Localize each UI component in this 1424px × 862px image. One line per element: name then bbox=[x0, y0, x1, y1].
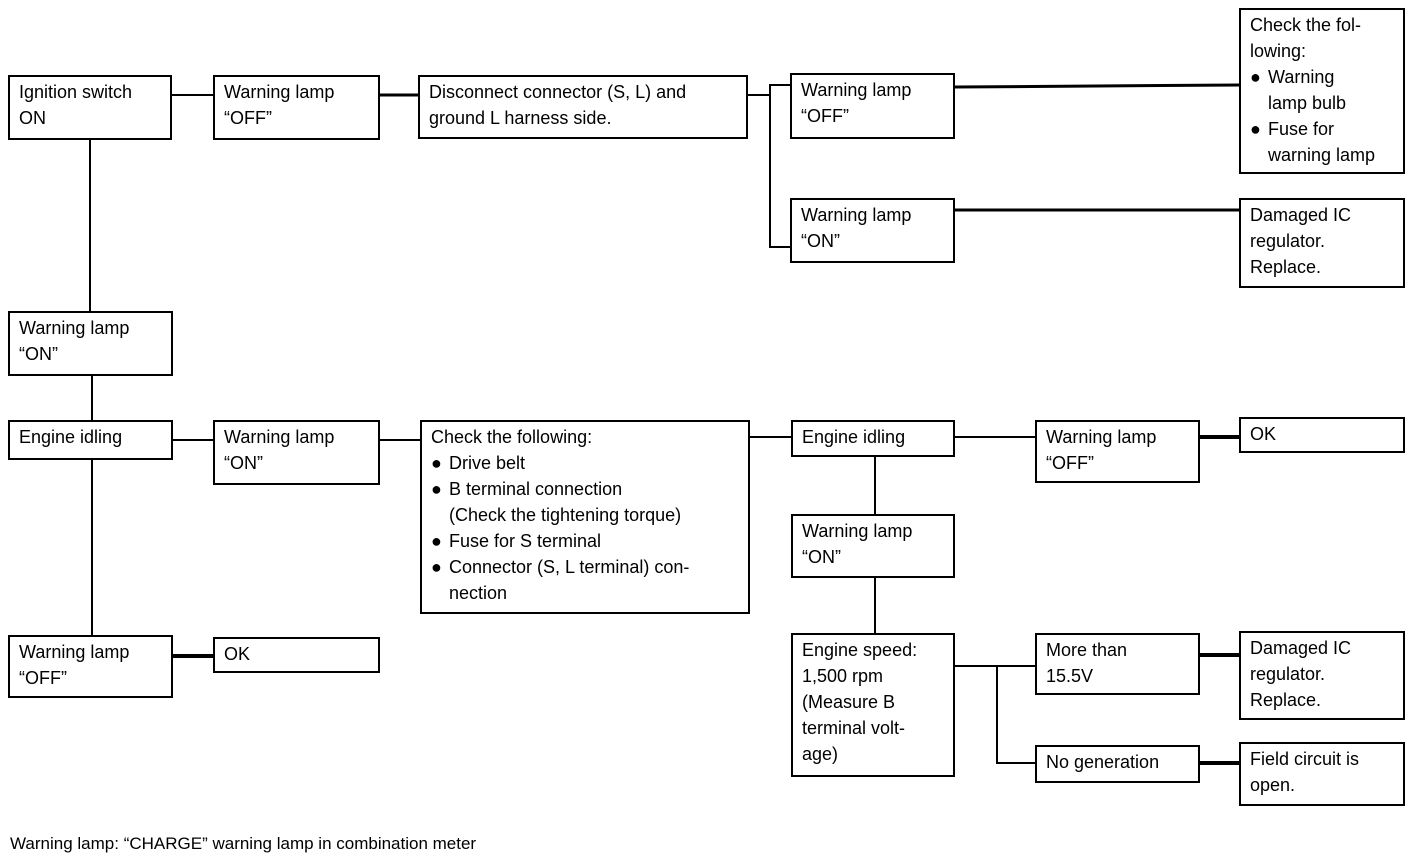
box-text: “ON” bbox=[801, 231, 840, 251]
connector bbox=[996, 666, 1035, 764]
box-text: Damaged IC bbox=[1250, 205, 1352, 225]
bullet-icon: ● bbox=[431, 453, 442, 473]
warning-lamp-on-box: Warning lamp “ON” bbox=[213, 420, 380, 485]
ok-box: OK bbox=[1239, 417, 1405, 453]
box-text: nection bbox=[449, 583, 508, 603]
bullet-item: ●Connector (S, L terminal) con- bbox=[431, 554, 739, 580]
damaged-ic-regulator-box: Damaged IC regulator. Replace. bbox=[1239, 631, 1405, 720]
box-text: Engine idling bbox=[802, 427, 906, 447]
ok-box: OK bbox=[213, 637, 380, 673]
box-text: OK bbox=[1250, 424, 1277, 444]
box-text: Warning lamp bbox=[19, 642, 130, 662]
box-text: 15.5V bbox=[1046, 666, 1094, 686]
ignition-switch-on-box: Ignition switch ON bbox=[8, 75, 172, 140]
warning-lamp-off-box: Warning lamp “OFF” bbox=[1035, 420, 1200, 483]
box-text: Warning lamp bbox=[801, 205, 912, 225]
box-text: Warning lamp bbox=[801, 80, 912, 100]
box-text: Warning lamp bbox=[224, 82, 335, 102]
bullet-icon: ● bbox=[1250, 119, 1261, 139]
box-text: (Measure B bbox=[802, 692, 896, 712]
box-text: terminal volt- bbox=[802, 718, 906, 738]
box-text: “OFF” bbox=[224, 108, 272, 128]
connector bbox=[954, 83, 1240, 89]
bullet-item: ●Fuse for bbox=[1250, 116, 1394, 142]
disconnect-connector-box: Disconnect connector (S, L) and ground L… bbox=[418, 75, 748, 139]
box-text: Replace. bbox=[1250, 257, 1322, 277]
engine-speed-box: Engine speed: 1,500 rpm (Measure B termi… bbox=[791, 633, 955, 777]
box-text: lamp bulb bbox=[1268, 93, 1347, 113]
damaged-ic-regulator-box: Damaged IC regulator. Replace. bbox=[1239, 198, 1405, 288]
box-text: age) bbox=[802, 744, 839, 764]
warning-lamp-off-box: Warning lamp “OFF” bbox=[213, 75, 380, 140]
bullet-icon: ● bbox=[431, 479, 442, 499]
box-text: Engine idling bbox=[19, 427, 123, 447]
warning-lamp-off-box: Warning lamp “OFF” bbox=[8, 635, 173, 698]
warning-lamp-off-box: Warning lamp “OFF” bbox=[790, 73, 955, 139]
check-lamp-fuse-box: Check the fol- lowing: ●Warning lamp bul… bbox=[1239, 8, 1405, 174]
box-text: Engine speed: bbox=[802, 640, 918, 660]
box-text: OK bbox=[224, 644, 251, 664]
warning-lamp-on-box: Warning lamp “ON” bbox=[791, 514, 955, 578]
box-text: “OFF” bbox=[1046, 453, 1094, 473]
box-text: Check the fol- bbox=[1250, 15, 1362, 35]
connector bbox=[769, 84, 790, 248]
box-text: open. bbox=[1250, 775, 1296, 795]
box-text: lowing: bbox=[1250, 41, 1307, 61]
footnote: Warning lamp: “CHARGE” warning lamp in c… bbox=[10, 834, 477, 853]
box-text: Warning lamp bbox=[802, 521, 913, 541]
box-text: Warning lamp bbox=[19, 318, 130, 338]
box-text: Field circuit is bbox=[1250, 749, 1360, 769]
box-text: Warning lamp bbox=[224, 427, 335, 447]
box-text: ON bbox=[19, 108, 46, 128]
box-text: (Check the tightening torque) bbox=[449, 505, 682, 525]
box-text: Damaged IC bbox=[1250, 638, 1352, 658]
engine-idling-box: Engine idling bbox=[8, 420, 173, 460]
bullet-item: ●Warning bbox=[1250, 64, 1394, 90]
box-text: Warning lamp bbox=[1046, 427, 1157, 447]
bullet-item: ●Drive belt bbox=[431, 450, 739, 476]
no-generation-box: No generation bbox=[1035, 745, 1200, 783]
box-text: “OFF” bbox=[801, 106, 849, 126]
box-text: “ON” bbox=[802, 547, 841, 567]
box-text: “OFF” bbox=[19, 668, 67, 688]
box-text: regulator. bbox=[1250, 231, 1326, 251]
bullet-icon: ● bbox=[431, 531, 442, 551]
box-text: warning lamp bbox=[1268, 145, 1376, 165]
box-text: Replace. bbox=[1250, 690, 1322, 710]
box-text: Check the following: bbox=[431, 427, 593, 447]
box-text: Ignition switch bbox=[19, 82, 133, 102]
box-text: ground L harness side. bbox=[429, 108, 612, 128]
bullet-icon: ● bbox=[1250, 67, 1261, 87]
warning-lamp-on-box: Warning lamp “ON” bbox=[8, 311, 173, 376]
box-text: Disconnect connector (S, L) and bbox=[429, 82, 687, 102]
engine-idling-box: Engine idling bbox=[791, 420, 955, 457]
field-circuit-open-box: Field circuit is open. bbox=[1239, 742, 1405, 806]
more-than-15-5v-box: More than 15.5V bbox=[1035, 633, 1200, 695]
bullet-icon: ● bbox=[431, 557, 442, 577]
box-text: More than bbox=[1046, 640, 1128, 660]
bullet-item: ●Fuse for S terminal bbox=[431, 528, 739, 554]
box-text: No generation bbox=[1046, 752, 1160, 772]
bullet-item: ●B terminal connection bbox=[431, 476, 739, 502]
box-text: “ON” bbox=[224, 453, 263, 473]
check-following-box: Check the following: ●Drive belt ●B term… bbox=[420, 420, 750, 614]
box-text: 1,500 rpm bbox=[802, 666, 884, 686]
box-text: regulator. bbox=[1250, 664, 1326, 684]
warning-lamp-on-box: Warning lamp “ON” bbox=[790, 198, 955, 263]
box-text: “ON” bbox=[19, 344, 58, 364]
